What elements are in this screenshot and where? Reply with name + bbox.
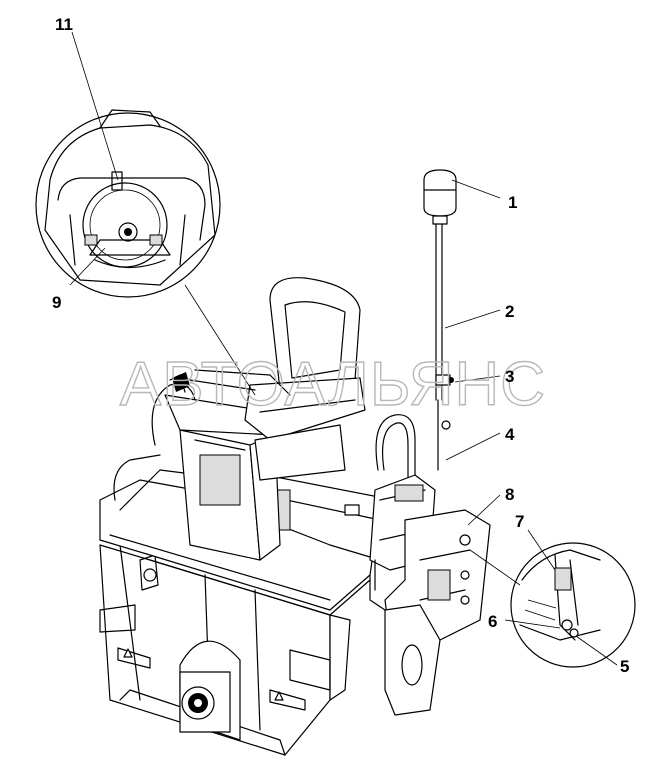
beacon-assembly bbox=[423, 169, 457, 471]
callout-5: 5 bbox=[620, 657, 629, 676]
callout-7: 7 bbox=[515, 512, 524, 531]
callout-4: 4 bbox=[505, 425, 515, 444]
callout-8: 8 bbox=[505, 485, 514, 504]
detail-view-steering bbox=[35, 109, 221, 298]
callout-11: 11 bbox=[55, 15, 73, 34]
detail-view-bracket bbox=[510, 542, 636, 668]
machine-body bbox=[99, 277, 491, 756]
callout-2: 2 bbox=[505, 302, 514, 321]
detail-pointer-bracket bbox=[469, 549, 521, 586]
callout-labels: 11 9 1 2 3 4 8 7 6 5 bbox=[52, 15, 629, 676]
callout-6: 6 bbox=[488, 612, 497, 631]
callout-3: 3 bbox=[505, 367, 514, 386]
detail-pointer-steering bbox=[184, 284, 256, 396]
leader-lines bbox=[69, 31, 618, 666]
callout-1: 1 bbox=[508, 193, 517, 212]
watermark: АВТОАЛЬЯНС bbox=[120, 350, 546, 419]
callout-9: 9 bbox=[52, 293, 61, 312]
